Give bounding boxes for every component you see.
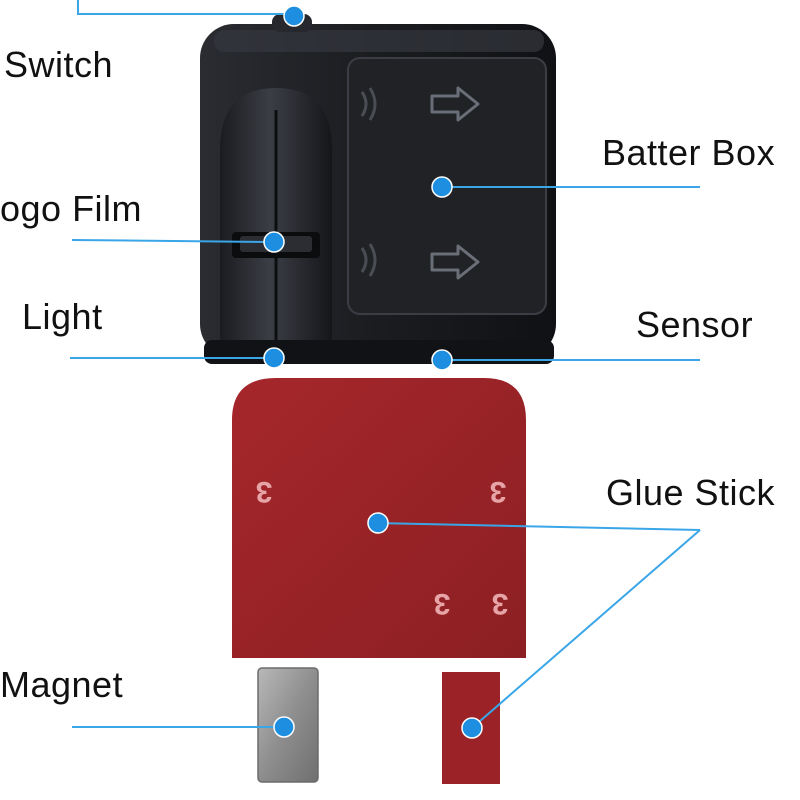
label-battery-box: Batter Box	[602, 132, 776, 173]
adhesive-marking: 3	[490, 475, 507, 508]
leader-dot-glue-pad	[367, 512, 389, 534]
leader-line-switch	[77, 0, 294, 15]
projector-device	[200, 14, 556, 364]
label-glue-sticker: Glue Stick	[606, 472, 776, 513]
battery-cover-arrow-top	[430, 86, 480, 122]
leader-dots	[263, 5, 483, 739]
label-sensor: Sensor	[636, 304, 754, 345]
leader-dot-light	[263, 347, 285, 369]
label-switch: Switch	[4, 44, 114, 85]
device-base	[204, 340, 554, 364]
label-magnet: Magnet	[0, 664, 124, 705]
leader-dot-logo-film	[263, 231, 285, 253]
adhesive-marking: 3	[434, 587, 451, 620]
leader-line-glue-pad	[377, 522, 701, 531]
label-logo-film: ogo Film	[0, 188, 143, 229]
label-light: Light	[22, 296, 103, 337]
leader-line-logo-film	[71, 239, 273, 243]
battery-cover-arrow-bottom	[430, 244, 480, 280]
battery-cover-ridges-top	[360, 87, 377, 121]
device-top-bevel	[214, 30, 544, 52]
leader-dot-switch	[283, 5, 305, 27]
leader-lines	[70, 0, 701, 729]
leader-line-glue-small	[471, 529, 701, 729]
leader-dot-battery-box	[431, 176, 453, 198]
battery-cover-ridges-bottom	[360, 243, 377, 277]
leader-dot-magnet	[273, 716, 295, 738]
adhesive-marking: 3	[256, 475, 273, 508]
leader-dot-sensor	[431, 349, 453, 371]
leader-dot-glue-small	[461, 717, 483, 739]
adhesive-marking: 3	[492, 587, 509, 620]
